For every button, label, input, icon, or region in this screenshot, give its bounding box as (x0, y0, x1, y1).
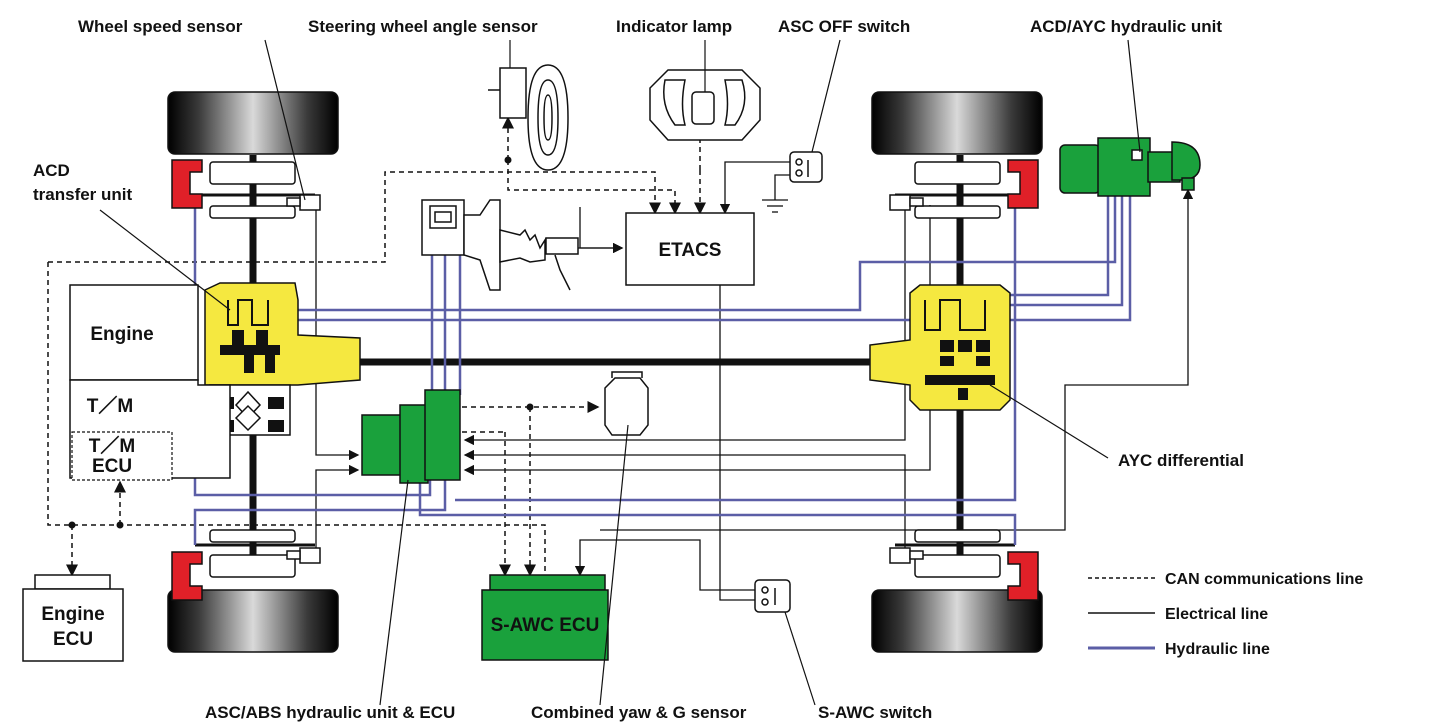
acd-transfer-unit (204, 282, 361, 386)
label-steering-angle-sensor: Steering wheel angle sensor (308, 17, 538, 36)
legend-electrical-label: Electrical line (1165, 606, 1268, 623)
s-awc-switch (754, 579, 791, 613)
engine-ecu-label-1: Engine (41, 604, 104, 625)
tires (167, 91, 1043, 653)
etacs-label: ETACS (659, 240, 722, 261)
label-asc-abs-unit: ASC/ABS hydraulic unit & ECU (205, 703, 455, 722)
steering-column (421, 199, 579, 291)
label-indicator-lamp: Indicator lamp (616, 17, 732, 36)
hubs (209, 161, 1001, 578)
tm-ecu-block: T／M ECU (71, 431, 173, 481)
label-wheel-speed-sensor: Wheel speed sensor (78, 17, 243, 36)
brake-calipers (171, 159, 1039, 601)
tm-label: T／M (87, 394, 133, 417)
steering-wheel-angle-sensor (488, 64, 569, 171)
label-acd-transfer-2: transfer unit (33, 185, 133, 204)
acd-ayc-hydraulic-unit (1059, 137, 1201, 197)
label-acd-ayc-unit: ACD/AYC hydraulic unit (1030, 17, 1222, 36)
etacs-block: ETACS (625, 212, 755, 286)
engine-block: Engine (69, 284, 199, 381)
engine-ecu-block: Engine ECU (22, 574, 124, 662)
legend: CAN communications line Electrical line … (1088, 571, 1363, 658)
asc-abs-hydraulic-unit (361, 389, 461, 484)
leader-lines (99, 39, 1141, 706)
label-acd-transfer-1: ACD (33, 161, 70, 180)
label-yaw-g-sensor: Combined yaw & G sensor (531, 703, 747, 722)
tm-ecu-label-2: ECU (92, 456, 132, 477)
s-awc-ecu-label: S-AWC ECU (491, 615, 600, 636)
label-asc-off-switch: ASC OFF switch (778, 17, 910, 36)
yaw-g-sensor (604, 371, 649, 436)
indicator-lamp (649, 69, 761, 141)
hydraulic-lines (193, 195, 1132, 545)
s-awc-ecu: S-AWC ECU (481, 574, 609, 661)
label-s-awc-switch: S-AWC switch (818, 703, 932, 722)
can-junction-dots (68, 156, 534, 529)
legend-can-label: CAN communications line (1165, 571, 1363, 588)
asc-off-switch (789, 151, 823, 183)
engine-label: Engine (90, 324, 153, 345)
ayc-differential (869, 284, 1011, 411)
wheel-speed-sensors (286, 194, 924, 564)
legend-hydraulic-label: Hydraulic line (1165, 641, 1270, 658)
can-lines (47, 116, 706, 577)
engine-ecu-label-2: ECU (53, 629, 93, 650)
label-ayc-differential: AYC differential (1118, 451, 1244, 470)
electrical-lines (315, 161, 1194, 601)
tm-ecu-label-1: T／M (89, 434, 135, 457)
